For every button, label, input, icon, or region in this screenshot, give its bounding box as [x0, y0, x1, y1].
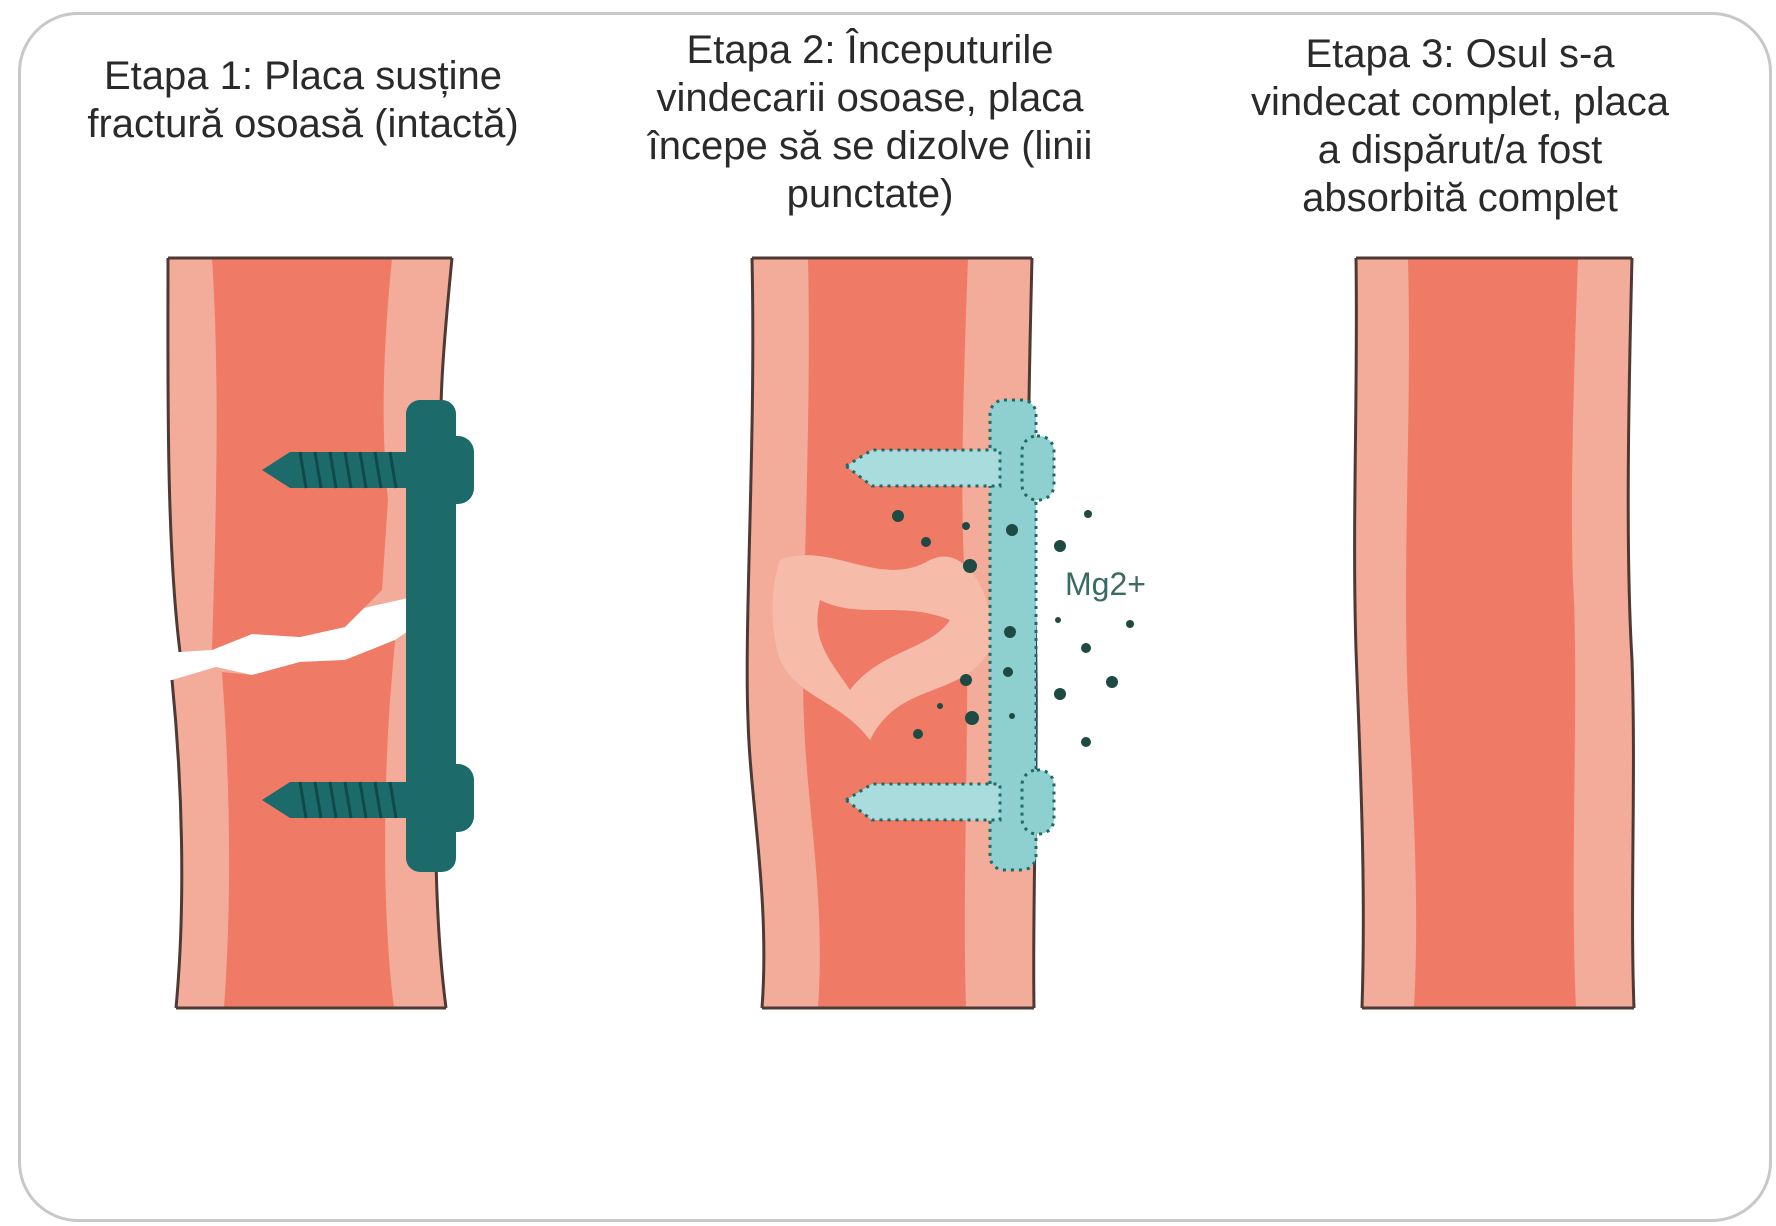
mg-ion-label: Mg2+	[1065, 566, 1146, 602]
stage-3-illustration	[1355, 258, 1634, 1008]
stage-2-illustration: Mg2+	[747, 258, 1146, 1008]
stage-1-illustration	[168, 258, 474, 1008]
healed-bone	[1355, 258, 1634, 1008]
